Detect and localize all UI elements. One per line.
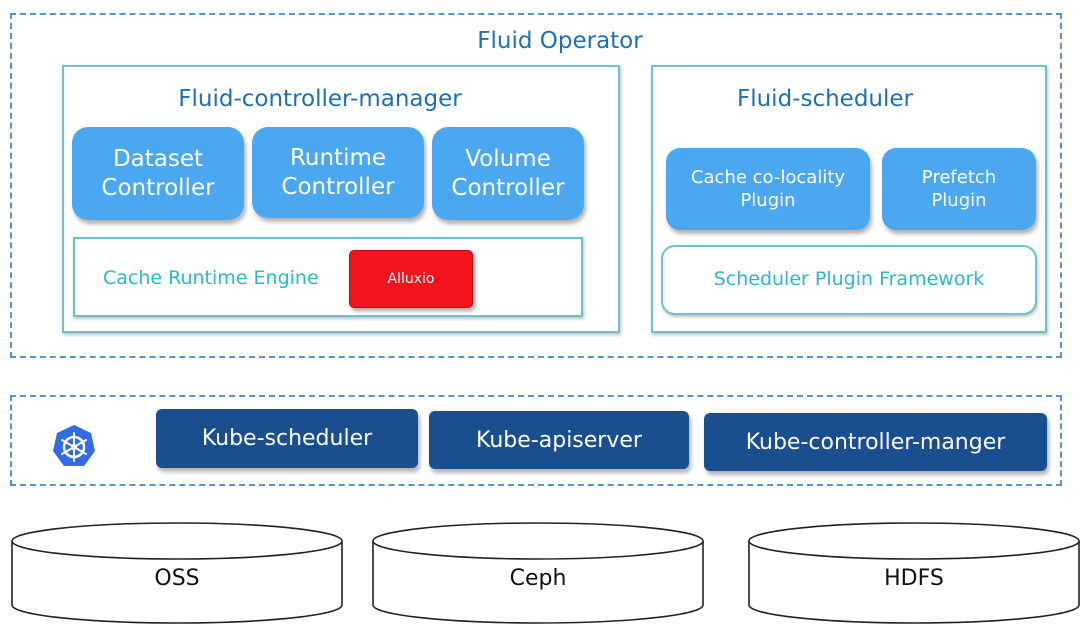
cache-runtime-engine-label: Cache Runtime Engine (103, 267, 319, 289)
alluxio-badge: Alluxio (349, 250, 473, 308)
storage-oss-label: OSS (154, 566, 200, 591)
dataset-controller: Dataset Controller (72, 127, 244, 220)
scheduler-plugin-framework-box (661, 245, 1037, 315)
fluid-operator-container (10, 13, 1062, 358)
scheduler-plugin-framework-label: Scheduler Plugin Framework (713, 268, 985, 290)
kubernetes-container (10, 395, 1062, 486)
fluid-operator-title: Fluid Operator (477, 28, 643, 54)
controller-manager-title: Fluid-controller-manager (178, 86, 462, 112)
kube-scheduler: Kube-scheduler (156, 409, 418, 468)
storage-hdfs-cylinder: HDFS (747, 521, 1081, 625)
storage-ceph-label: Ceph (509, 566, 567, 591)
cache-runtime-engine-box (73, 237, 583, 317)
cache-co-locality-plugin: Cache co-locality Plugin (666, 148, 870, 230)
prefetch-plugin: Prefetch Plugin (882, 148, 1036, 230)
volume-controller: Volume Controller (432, 127, 584, 220)
kube-controller-manager: Kube-controller-manger (704, 413, 1047, 471)
scheduler-title: Fluid-scheduler (736, 86, 913, 112)
runtime-controller: Runtime Controller (252, 127, 424, 218)
storage-hdfs-label: HDFS (884, 566, 944, 591)
storage-ceph-cylinder: Ceph (371, 521, 705, 625)
storage-oss-cylinder: OSS (10, 521, 344, 625)
kube-apiserver: Kube-apiserver (429, 411, 689, 469)
kubernetes-icon (51, 423, 97, 469)
